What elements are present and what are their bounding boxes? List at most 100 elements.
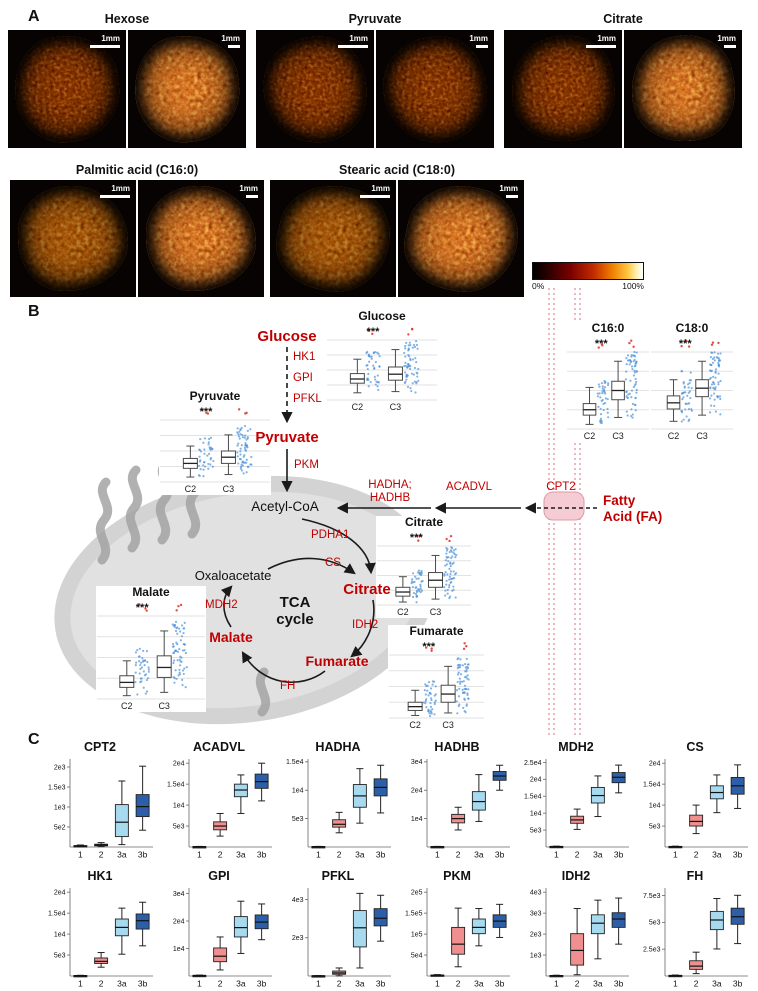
svg-text:1.5e4: 1.5e4: [286, 759, 304, 766]
chart-title: CS: [686, 740, 704, 754]
svg-text:3b: 3b: [376, 850, 386, 860]
chart-title: ACADVL: [192, 740, 246, 754]
enzyme-hadhb: HADHB: [369, 492, 411, 504]
svg-text:7.5e3: 7.5e3: [643, 893, 661, 900]
svg-text:3b: 3b: [376, 979, 386, 989]
svg-text:3b: 3b: [495, 979, 505, 989]
svg-text:3b: 3b: [257, 979, 267, 989]
svg-text:1.5e4: 1.5e4: [524, 794, 542, 801]
chart-title: GPI: [208, 869, 230, 883]
msi-image-hexose-high: 1mm: [128, 30, 246, 148]
svg-text:3a: 3a: [593, 979, 603, 989]
svg-text:1: 1: [197, 850, 202, 860]
svg-text:2e5: 2e5: [411, 890, 423, 897]
svg-text:2e4: 2e4: [649, 761, 661, 768]
svg-text:2: 2: [337, 979, 342, 989]
svg-text:2: 2: [694, 850, 699, 860]
metabolite-acetyl-coa: Acetyl-CoA: [251, 499, 319, 514]
svg-text:1.5e4: 1.5e4: [643, 782, 661, 789]
svg-text:C3: C3: [442, 720, 454, 730]
svg-text:1: 1: [316, 850, 321, 860]
svg-text:2e4: 2e4: [530, 777, 542, 784]
svg-text:C3: C3: [612, 431, 624, 441]
enzyme-pkm: PKM: [294, 459, 319, 471]
svg-text:***: ***: [136, 602, 150, 614]
chart-title: Glucose: [358, 309, 406, 323]
scale-bar: 1mm: [239, 184, 258, 198]
svg-text:C2: C2: [397, 607, 409, 617]
svg-text:C2: C2: [584, 431, 596, 441]
svg-text:***: ***: [595, 338, 609, 350]
colorbar-gradient: [532, 262, 644, 280]
svg-text:5e3: 5e3: [649, 920, 661, 927]
svg-text:C2: C2: [668, 431, 680, 441]
msi-image-stearic-high: 1mm: [398, 180, 524, 297]
svg-text:1e4: 1e4: [54, 931, 66, 938]
svg-text:1.5e3: 1.5e3: [48, 784, 66, 791]
scale-bar-label: 1mm: [717, 34, 736, 43]
svg-text:2: 2: [218, 979, 223, 989]
svg-text:3e3: 3e3: [530, 911, 542, 918]
scale-bar: 1mm: [469, 34, 488, 48]
chart-title: C18:0: [675, 321, 709, 335]
svg-text:2: 2: [99, 850, 104, 860]
msi-image-citrate-high: 1mm: [624, 30, 742, 148]
scale-bar: 1mm: [100, 184, 130, 198]
svg-text:2.5e4: 2.5e4: [524, 760, 542, 767]
scale-bar-label: 1mm: [111, 184, 130, 193]
svg-text:5e3: 5e3: [173, 823, 185, 830]
metabolite-pyruvate: Pyruvate: [255, 429, 319, 446]
svg-text:2e4: 2e4: [173, 761, 185, 768]
svg-text:2: 2: [575, 850, 580, 860]
svg-text:5e2: 5e2: [54, 824, 66, 831]
svg-text:3b: 3b: [733, 979, 743, 989]
metabolite-malate: Malate: [209, 629, 253, 645]
chart-title: HADHB: [434, 740, 480, 754]
fatty-acid-label-line2: Acid (FA): [603, 509, 663, 524]
scale-bar: 1mm: [360, 184, 390, 198]
svg-text:C3: C3: [696, 431, 708, 441]
svg-text:1e5: 1e5: [411, 931, 423, 938]
metabolite-fumarate: Fumarate: [305, 653, 369, 669]
svg-text:2e3: 2e3: [54, 764, 66, 771]
svg-text:5e3: 5e3: [292, 816, 304, 823]
msi-title-stearic: Stearic acid (C18:0): [338, 163, 456, 177]
svg-text:1e4: 1e4: [530, 811, 542, 818]
scale-bar: 1mm: [586, 34, 616, 48]
chart-title: Citrate: [404, 515, 443, 529]
svg-text:1.5e4: 1.5e4: [48, 911, 66, 918]
svg-text:3e4: 3e4: [411, 759, 423, 766]
svg-text:***: ***: [422, 641, 436, 653]
svg-text:C3: C3: [158, 701, 170, 711]
svg-text:C2: C2: [185, 484, 197, 494]
svg-text:2.5e3: 2.5e3: [643, 947, 661, 954]
svg-text:2e4: 2e4: [173, 918, 185, 925]
svg-text:1e4: 1e4: [411, 816, 423, 823]
svg-text:3b: 3b: [614, 979, 624, 989]
svg-text:3b: 3b: [614, 850, 624, 860]
enzyme-cpt2: CPT2: [546, 481, 576, 493]
svg-text:2e4: 2e4: [411, 788, 423, 795]
svg-text:1: 1: [554, 979, 559, 989]
svg-text:1e3: 1e3: [54, 804, 66, 811]
msi-title-citrate: Citrate: [603, 12, 643, 26]
msi-image-palmitic-high: 1mm: [138, 180, 264, 297]
svg-text:***: ***: [367, 326, 381, 338]
svg-text:3a: 3a: [117, 979, 127, 989]
svg-text:3b: 3b: [733, 850, 743, 860]
msi-title-hexose: Hexose: [104, 12, 150, 26]
svg-text:C3: C3: [223, 484, 235, 494]
svg-text:1: 1: [673, 979, 678, 989]
